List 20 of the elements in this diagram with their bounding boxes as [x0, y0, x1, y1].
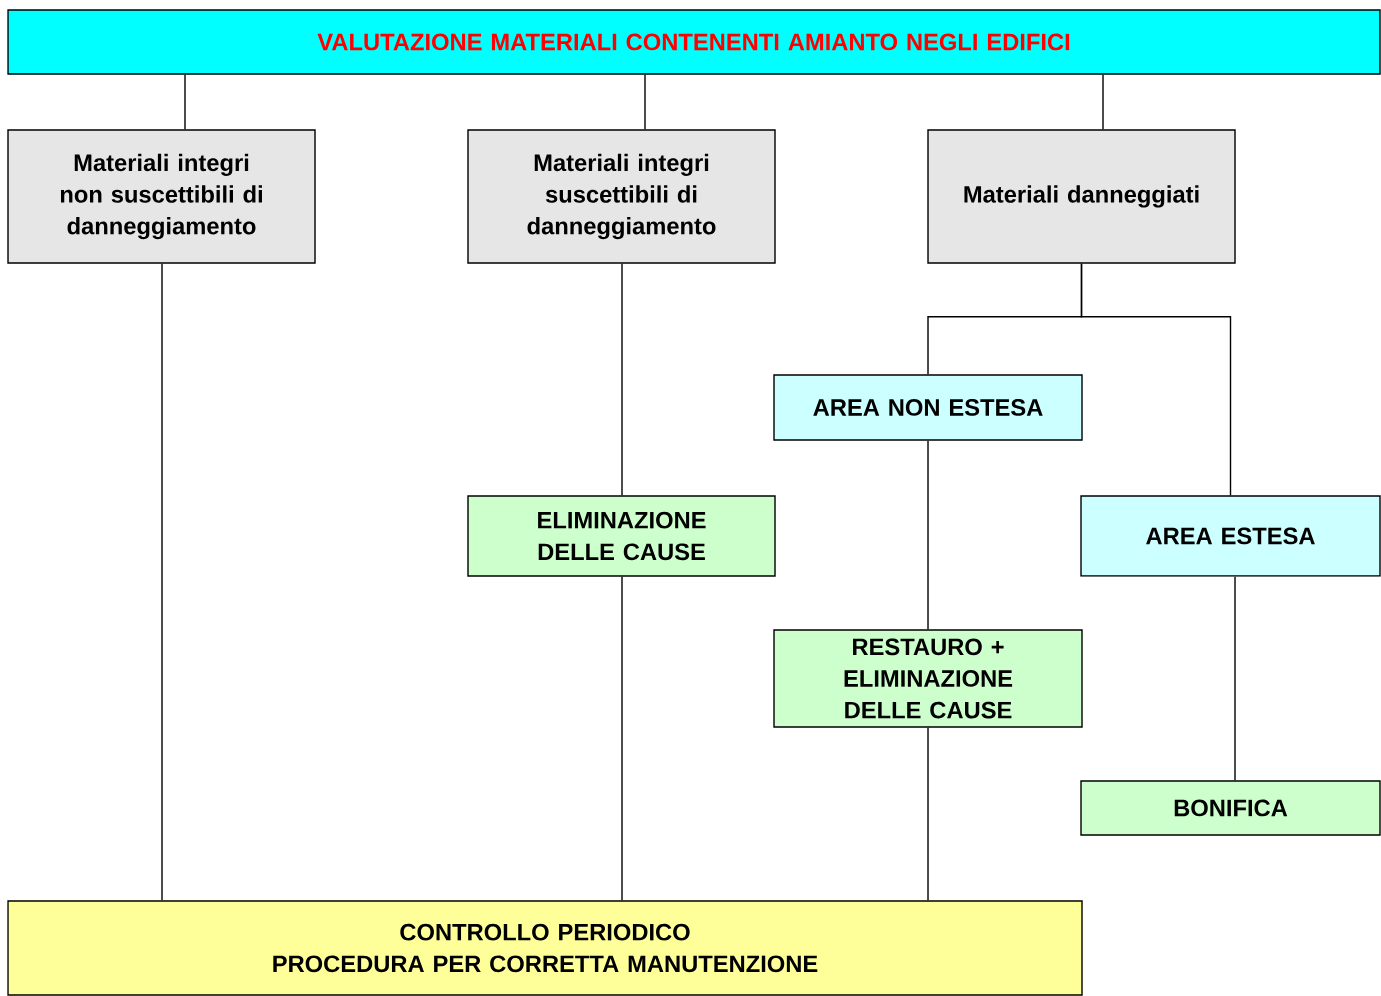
action-box: RESTAURO + ELIMINAZIONE DELLE CAUSE [773, 629, 1083, 728]
action-box: BONIFICA [1080, 780, 1381, 836]
connector-line [1102, 74, 1104, 130]
connector-line [621, 263, 623, 496]
result-box: CONTROLLO PERIODICO PROCEDURA PER CORRETTA MANUTENZIONE [7, 900, 1083, 996]
category-box: Materiali integri suscettibili di danneggiamento [467, 129, 776, 264]
category-box: Materiali danneggiati [927, 129, 1236, 264]
connector-line [161, 263, 163, 901]
title-box: VALUTAZIONE MATERIALI CONTENENTI AMIANTO NEGLI EDIFICI [7, 9, 1381, 75]
action-box: ELIMINAZIONE DELLE CAUSE [467, 495, 776, 577]
connector-line [621, 576, 623, 901]
connector-line [184, 74, 186, 130]
connector-line [927, 726, 929, 901]
connector-line [644, 74, 646, 130]
connector-line [1080, 263, 1232, 496]
condition-box: AREA NON ESTESA [773, 374, 1083, 441]
category-box: Materiali integri non suscettibili di danneggiamento [7, 129, 316, 264]
connector-line [927, 440, 929, 630]
condition-box: AREA ESTESA [1080, 495, 1381, 577]
connector-line [1234, 576, 1236, 781]
